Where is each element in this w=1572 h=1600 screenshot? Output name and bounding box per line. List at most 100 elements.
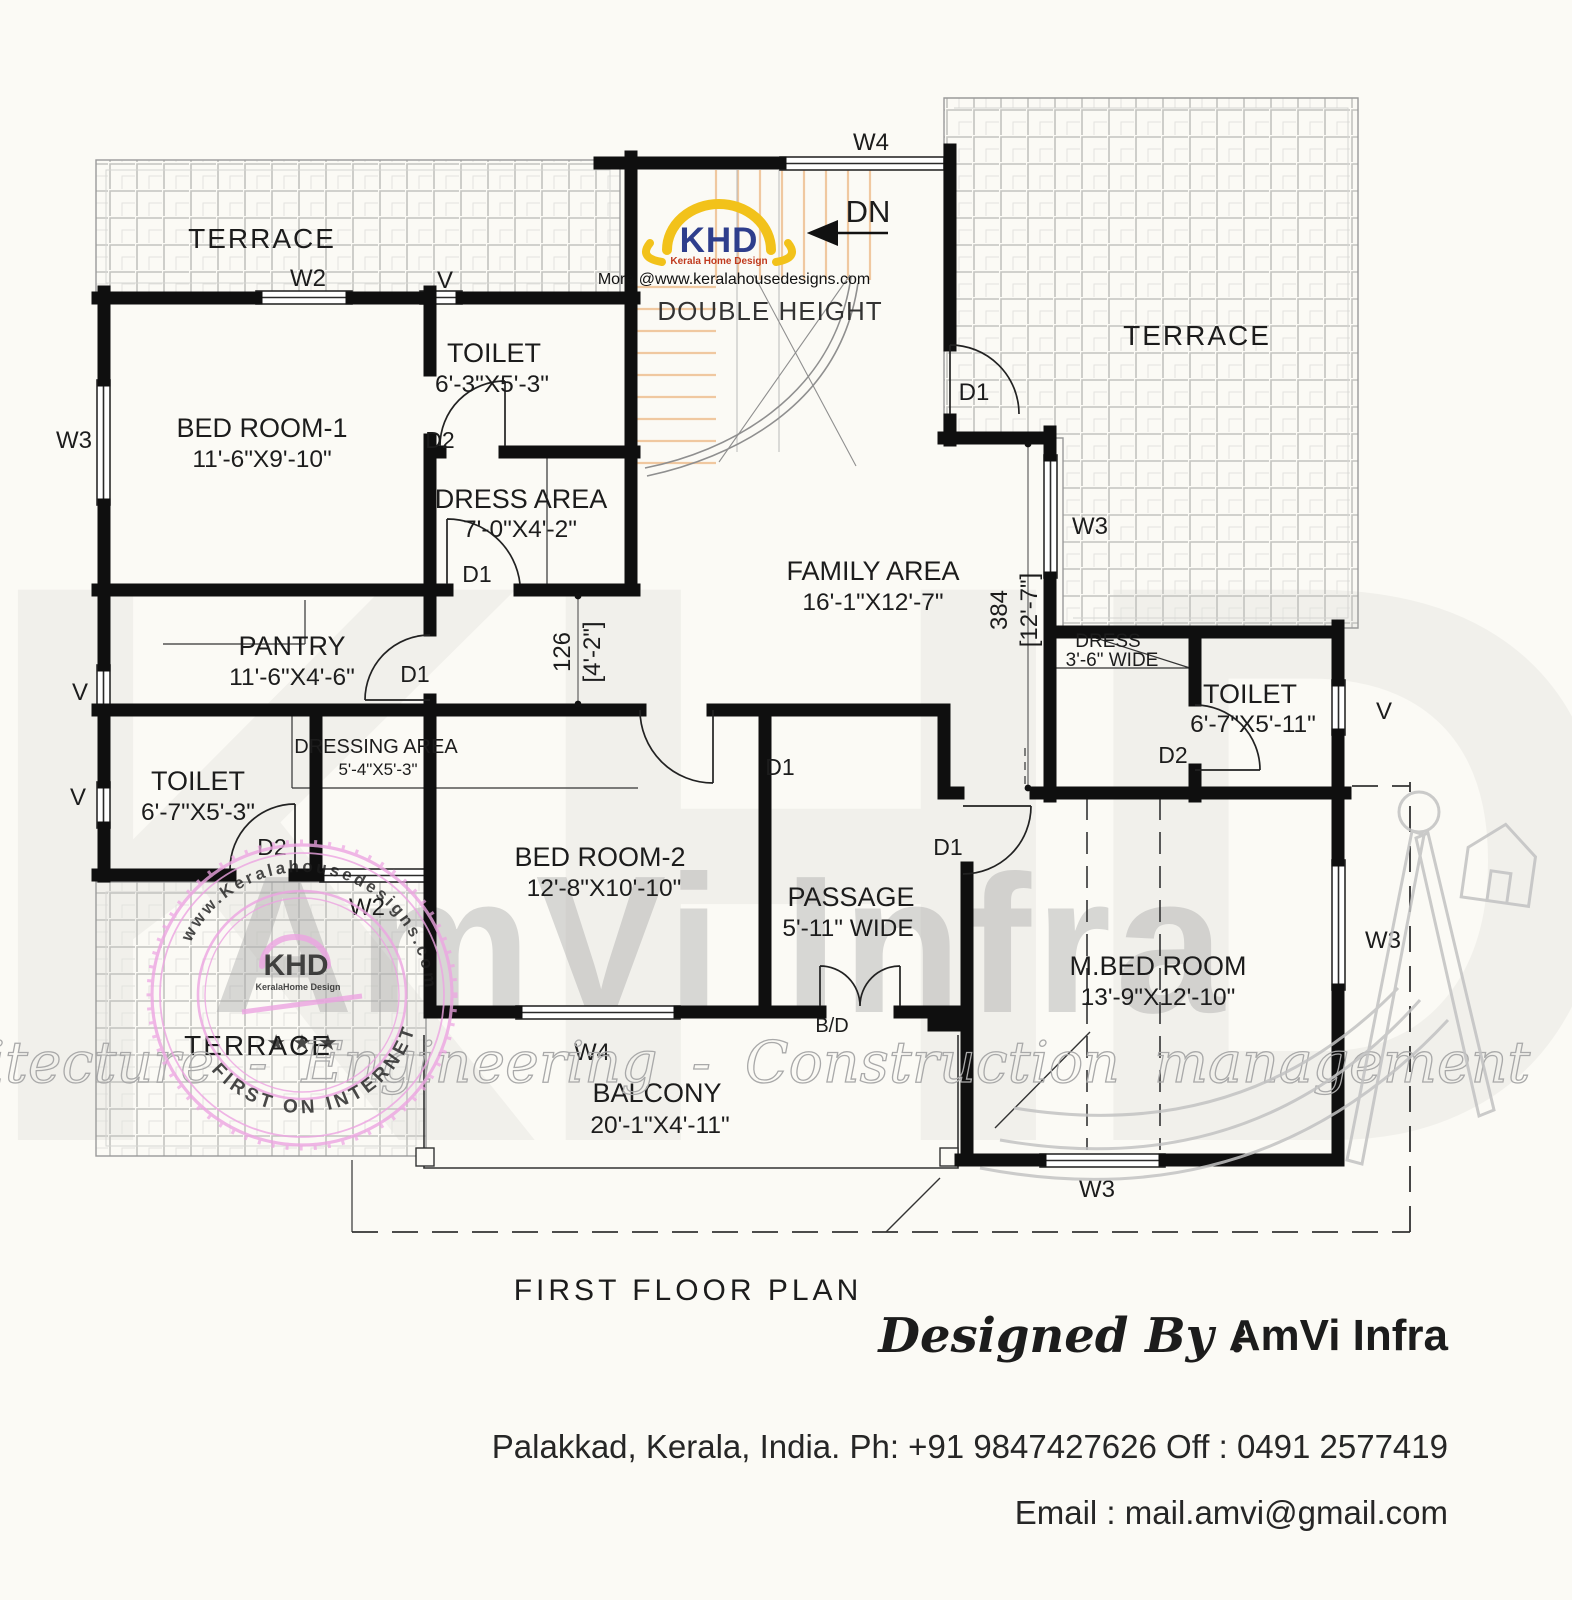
doors [229,344,1261,1007]
wall-outline [91,143,1352,1167]
label-balcony: BALCONY [592,1078,721,1108]
dim-384: 384 [986,590,1013,630]
dim-126: 126 [549,632,576,672]
label-dressing-area: DRESSING AREA [294,736,458,758]
door-d1-dress-area [446,518,521,585]
label-dn: DN [846,194,891,229]
dressing-area-lines [291,712,638,789]
door-d1-pantry [364,634,431,701]
break-diagonals [885,1031,1091,1233]
door-d2-toilet1 [439,380,506,447]
door-d2-toilet-right [1194,704,1261,771]
label-terrace-bottom-left: TERRACE [184,1030,332,1061]
door-d2-toilet-left [229,803,296,870]
walls [91,143,1352,1167]
label-toilet1-size: 6'-3"X5'-3" [435,371,549,398]
stamp-stars: ★ ★ ★ [266,1030,337,1055]
opening-labels: W2 V W4 D1 W3 D2 D1 D1 V V D2 W2 D1 W3 D… [56,129,1401,1203]
label-v-left-2: V [70,784,86,811]
label-d1-dress: D1 [462,561,491,587]
dimension-lines: 126 [4'-2"] 384 [12'-7"] [549,440,1043,792]
label-bedroom2-size: 12'-8"X10'-10" [527,875,682,902]
label-toilet-right-size: 6'-7"X5'-11" [1190,711,1316,738]
label-d1-family: D1 [765,754,794,780]
vent-v-right [1331,679,1346,736]
stamp-khd: KHD [264,949,329,982]
pantry-step-lines [163,600,306,645]
label-passage: PASSAGE [787,882,914,912]
label-toilet-right: TOILET [1203,679,1297,709]
label-w3-mbed-right: W3 [1365,927,1401,954]
label-d1-pantry: D1 [400,661,429,687]
window-w2-top [255,290,353,305]
label-toilet-left-size: 6'-7"X5'-3" [141,799,255,826]
designer-email: Email : mail.amvi@gmail.com [1015,1494,1448,1531]
designer-contact: Palakkad, Kerala, India. Ph: +91 9847427… [492,1428,1448,1465]
label-terrace-top-left: TERRACE [188,223,336,254]
window-w4-top [779,156,945,171]
label-bedroom2: BED ROOM-2 [514,842,685,872]
khd-logo-text: KHD [680,221,759,260]
door-d1-family [639,709,714,784]
stair-rails [736,170,780,452]
label-dressing-area-size: 5'-4"X5'-3" [338,760,417,779]
label-v-top: V [437,267,453,294]
double-height-cross-lines [718,274,857,467]
window-w3-left [96,379,111,506]
khd-logo-arch [662,199,776,255]
dim-12-7: [12'-7"] [1016,573,1043,647]
window-w4-balcony [515,1005,681,1020]
compass-watermark [979,790,1538,1181]
label-family-area-size: 16'-1"X12'-7" [802,589,943,616]
construction-lines [163,452,1411,1233]
door-d1-mbed [962,805,1032,875]
label-pantry-size: 11'-6"X4'-6" [229,664,355,691]
label-terrace-top-right: TERRACE [1123,320,1271,351]
label-w3-family: W3 [1072,513,1108,540]
label-toilet-left: TOILET [151,766,245,796]
label-pantry: PANTRY [238,631,345,661]
designed-by-script: Designed By : [876,1308,1248,1364]
title-block: FIRST FLOOR PLAN Designed By : AmVi Infr… [492,1274,1449,1531]
door-bd-double [819,965,901,1007]
label-w2-top: W2 [290,265,326,292]
label-dress-area: DRESS AREA [435,484,608,514]
label-balcony-size: 20'-1"X4'-11" [590,1112,729,1139]
balcony-rail [423,1035,959,1169]
khd-logo: KHD Kerala Home Design More @www.keralah… [598,199,870,288]
label-w2-bottom-left: W2 [349,894,385,921]
label-w4-balcony: W4 [574,1039,610,1066]
label-dress-niche-size: 3'-6" WIDE [1066,650,1159,671]
vent-v-left-2 [96,781,111,829]
label-d1-terrace: D1 [959,379,990,406]
label-bd-door: B/D [815,1015,848,1037]
label-family-area: FAMILY AREA [786,556,959,586]
dim-4-2: [4'-2"] [579,621,606,682]
script-watermark: Architecture - Engineering - Constructio… [0,1030,1530,1096]
door-d1-terrace [949,344,1020,415]
double-height-curve [644,276,859,477]
roof-projection-dashed [1086,798,1161,1150]
label-w3-left: W3 [56,427,92,454]
label-v-left-1: V [72,679,88,706]
label-v-right: V [1376,698,1392,725]
label-passage-size: 5'-11" WIDE [782,915,913,942]
designer-name: AmVi Infra [1229,1311,1449,1360]
label-mbed: M.BED ROOM [1069,951,1246,981]
stamp-khd-tag: KeralaHome Design [255,982,340,992]
window-w3-mbed-bottom [1039,1153,1166,1168]
label-d2-toilet-right: D2 [1158,742,1187,768]
label-bedroom1-size: 11'-6"X9'-10" [192,446,331,473]
label-bedroom1: BED ROOM-1 [176,413,347,443]
window-w3-family [1043,454,1058,579]
balcony-column [415,1147,435,1167]
label-toilet1: TOILET [447,338,541,368]
label-mbed-size: 13'-9"X12'-10" [1081,984,1236,1011]
label-d2-toilet1: D2 [425,427,454,453]
label-d1-mbed: D1 [933,834,962,860]
window-w3-mbed-right [1331,859,1346,991]
khd-logo-tagline: Kerala Home Design [670,256,767,267]
room-labels: TERRACE TERRACE TERRACE DOUBLE HEIGHT DN… [141,194,1316,1139]
